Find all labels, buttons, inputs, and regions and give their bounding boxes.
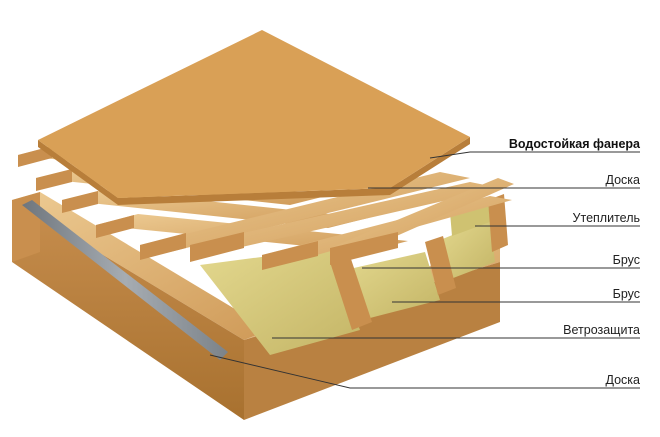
front-beam-side	[244, 262, 500, 420]
label-wind-barrier: Ветрозащита	[563, 323, 640, 337]
label-beam-upper: Брус	[613, 253, 640, 267]
leader-plywood	[429, 151, 640, 159]
insulation-blocks	[200, 198, 495, 355]
insulation-block	[200, 248, 360, 355]
left-beam-side	[12, 200, 244, 420]
insulation-block	[345, 252, 440, 318]
left-beam-top	[12, 192, 270, 340]
deck-board	[190, 182, 500, 262]
label-plywood: Водостойкая фанера	[509, 137, 641, 151]
joists	[330, 194, 508, 330]
wind-barrier-membrane	[22, 200, 228, 360]
leader-lines	[209, 151, 640, 389]
plywood-sheet	[38, 30, 470, 205]
deck-board	[330, 178, 514, 265]
leader-board-bottom	[209, 354, 640, 389]
plywood-top	[38, 30, 470, 198]
labels: Водостойкая фанера Доска Утеплитель Брус…	[509, 137, 641, 387]
joist	[425, 236, 456, 295]
joist	[488, 194, 508, 252]
left-beam-end	[12, 192, 40, 262]
joist	[330, 256, 372, 330]
label-board-bottom: Доска	[605, 373, 640, 387]
label-insulation: Утеплитель	[573, 211, 640, 225]
label-beam-lower: Брус	[613, 287, 640, 301]
label-board-top: Доска	[605, 173, 640, 187]
